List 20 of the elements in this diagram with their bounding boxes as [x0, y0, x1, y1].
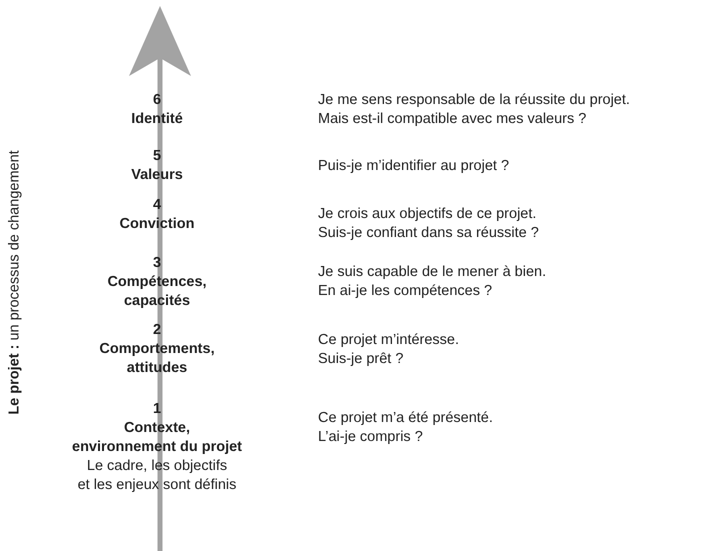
level-title: Compétences, capacités	[106, 273, 208, 311]
level-title: Comportements, attitudes	[98, 340, 216, 378]
level-description: Je crois aux objectifs de ce projet. Suis-je confiant dans sa réussite ?	[318, 205, 539, 243]
level-note: Le cadre, les objectifs et les enjeux sont définis	[76, 457, 238, 495]
level-title: Identité	[130, 110, 184, 129]
level-description: Puis-je m’identifier au projet ?	[318, 157, 510, 176]
level-number: 5	[152, 147, 162, 166]
level-description: Je me sens responsable de la réussite du projet. Mais est-il compatible avec mes valeurs ?	[318, 91, 630, 129]
axis-title: Le projet : un processus de changement	[6, 150, 24, 414]
level-number: 4	[152, 196, 162, 215]
level-number: 1	[152, 400, 162, 419]
level-title: Valeurs	[130, 166, 184, 185]
level-title: Contexte, environnement du projet	[71, 419, 243, 457]
level-description: Ce projet m’intéresse. Suis-je prêt ?	[318, 331, 460, 369]
level-description: Je suis capable de le mener à bien. En ai-je les compétences ?	[318, 263, 546, 301]
level-number: 6	[152, 91, 162, 110]
level-title: Conviction	[118, 215, 196, 234]
level-description: Ce projet m’a été présenté. L’ai-je compris ?	[318, 409, 493, 447]
level-number: 3	[152, 254, 162, 273]
level-number: 2	[152, 321, 162, 340]
